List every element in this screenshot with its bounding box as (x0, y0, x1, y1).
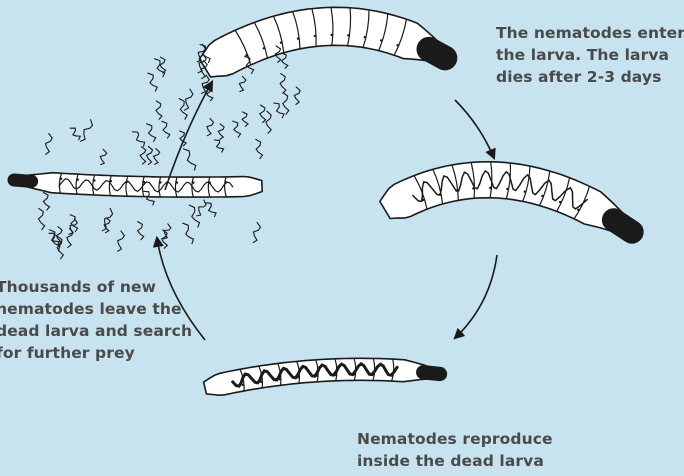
caption-nematodes-enter: The nematodes enter the larva. The larva… (496, 22, 684, 88)
nematode (280, 74, 286, 94)
larva-top (200, 7, 449, 77)
nematode (81, 120, 93, 142)
nematode (67, 228, 73, 247)
nematode (147, 146, 153, 164)
nematode (39, 208, 45, 229)
caption-line: for further prey (0, 342, 192, 364)
larva-dot (263, 47, 265, 49)
larva-right (380, 162, 636, 237)
nematode (43, 193, 49, 211)
nematode (197, 200, 207, 216)
nematode (256, 139, 263, 158)
nematode (102, 208, 112, 230)
nematode (183, 149, 195, 170)
nematode (266, 111, 271, 133)
larva-dot (176, 181, 178, 183)
larva-left (14, 173, 263, 197)
larva-dot (559, 201, 561, 203)
larva-dot (314, 35, 316, 37)
nematode (294, 87, 300, 104)
larva-dot (506, 188, 508, 190)
nematode (118, 231, 125, 251)
caption-line: the larva. The larva (496, 44, 684, 66)
larva-head (14, 180, 32, 181)
nematode (206, 87, 213, 101)
larva-head (614, 220, 632, 232)
nematode (138, 222, 144, 240)
larva-dot (489, 187, 491, 189)
larva-dot (380, 39, 382, 41)
caption-nematodes-reproduce: Nematodes reproduce inside the dead larv… (357, 428, 553, 472)
larva-head (429, 49, 445, 58)
nematode (218, 124, 224, 139)
caption-line: inside the dead larva (357, 450, 553, 472)
nematode (274, 103, 284, 118)
arrow-top-to-right (455, 100, 494, 158)
larva-dot (77, 178, 79, 180)
larva-dot (541, 195, 543, 197)
caption-nematodes-leave: Thousands of new nematodes leave the dea… (0, 276, 192, 364)
nematode (242, 112, 248, 127)
caption-line: The nematodes enter (496, 22, 684, 44)
caption-line: nematodes leave the (0, 298, 192, 320)
larva-dot (60, 178, 62, 180)
nematode (46, 134, 53, 155)
nematode (148, 73, 157, 91)
larva-body (200, 7, 449, 77)
nematode (147, 124, 156, 142)
nematode (100, 149, 106, 164)
nematode (154, 149, 160, 165)
larva-dot (524, 190, 526, 192)
larva-bottom (204, 358, 441, 395)
nematode (185, 89, 193, 110)
arrow-right-to-bottom (455, 255, 497, 338)
larva-dot (192, 181, 194, 183)
larva-dot (577, 209, 579, 211)
emerging-nematodes (39, 44, 301, 258)
caption-line: Thousands of new (0, 276, 192, 298)
nematode (155, 59, 165, 77)
nematode (207, 119, 214, 136)
nematode (183, 223, 194, 244)
larva-dot (110, 180, 112, 182)
nematode (162, 121, 170, 138)
larva-dot (297, 37, 299, 39)
cycle-arrows (157, 82, 497, 340)
nematode (140, 147, 146, 164)
nematode (132, 132, 144, 147)
larva-dot (364, 36, 366, 38)
nematode (240, 76, 246, 91)
nematode (206, 203, 216, 217)
larva-dot (280, 41, 282, 43)
nematode (70, 128, 80, 140)
larva-dot (330, 34, 332, 36)
nematode (283, 93, 289, 115)
larva-dot (245, 54, 247, 56)
nematode (233, 121, 241, 137)
nematode (214, 140, 223, 152)
caption-line: dead larva and search (0, 320, 192, 342)
larva-head (423, 372, 440, 374)
caption-line: dies after 2-3 days (496, 66, 684, 88)
larva-dot (347, 34, 349, 36)
larva-dot (396, 44, 398, 46)
larva-dot (93, 179, 95, 181)
larva-dot (159, 181, 161, 183)
nematode (282, 53, 288, 69)
nematode (253, 222, 260, 242)
nematode (156, 101, 162, 119)
nematode (260, 105, 266, 123)
caption-line: Nematodes reproduce (357, 428, 553, 450)
